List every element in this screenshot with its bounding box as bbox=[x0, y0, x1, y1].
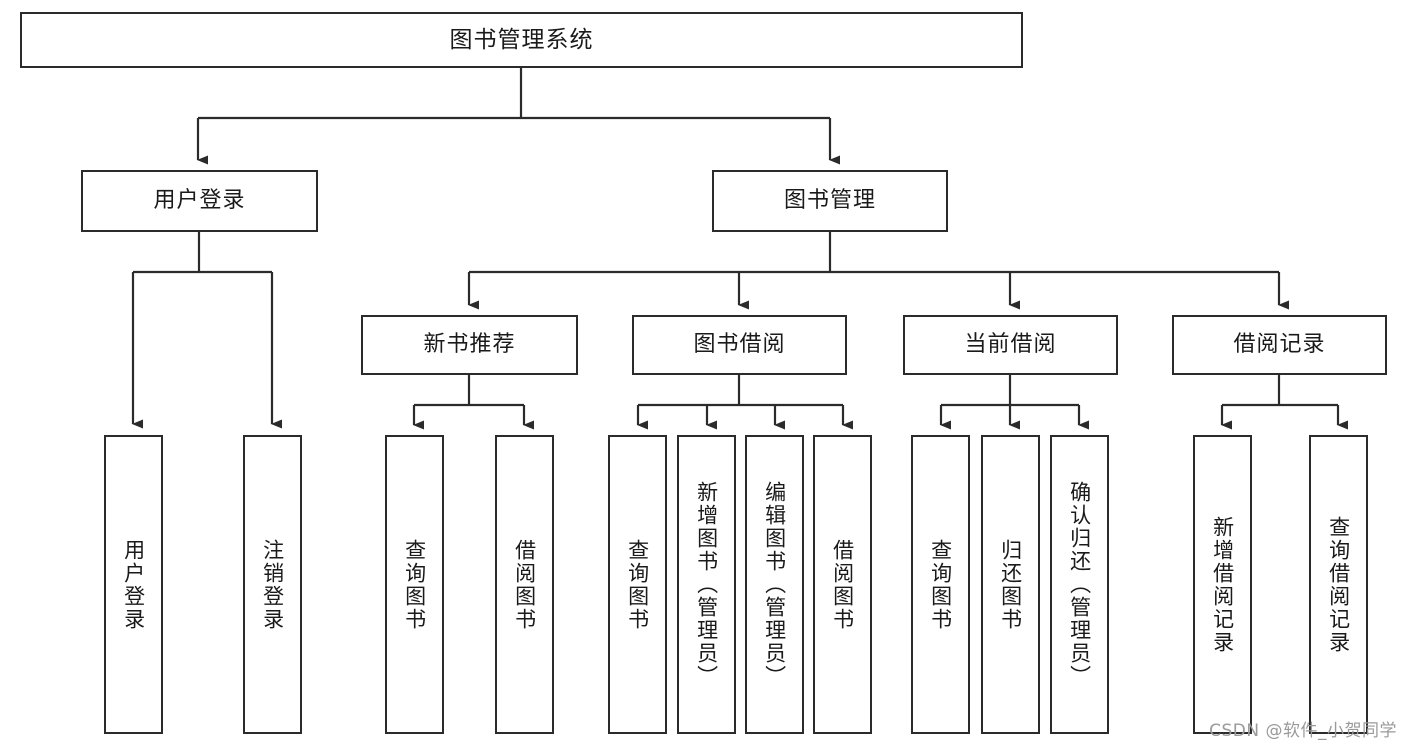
node-label: 确认归还（管理员） bbox=[1067, 481, 1092, 688]
node-root-book-management-system[interactable]: 图书管理系统 bbox=[20, 12, 1023, 68]
leaf-add-borrow-record[interactable]: 新增借阅记录 bbox=[1193, 435, 1252, 734]
leaf-query-book-current[interactable]: 查询图书 bbox=[911, 435, 970, 734]
node-borrow-record[interactable]: 借阅记录 bbox=[1172, 315, 1387, 375]
leaf-borrow-book[interactable]: 借阅图书 bbox=[813, 435, 872, 734]
leaf-add-book-admin[interactable]: 新增图书（管理员） bbox=[677, 435, 736, 734]
node-label: 编辑图书（管理员） bbox=[762, 481, 787, 688]
node-label: 用户登录 bbox=[153, 188, 246, 214]
node-label: 图书借阅 bbox=[693, 332, 786, 358]
leaf-logout-login[interactable]: 注销登录 bbox=[243, 435, 302, 734]
node-label: 借阅记录 bbox=[1233, 332, 1326, 358]
node-book-borrow[interactable]: 图书借阅 bbox=[632, 315, 847, 375]
node-book-management[interactable]: 图书管理 bbox=[712, 170, 948, 232]
leaf-user-login[interactable]: 用户登录 bbox=[104, 435, 163, 734]
node-label: 查询借阅记录 bbox=[1326, 515, 1351, 654]
leaf-borrow-book-recommend[interactable]: 借阅图书 bbox=[495, 435, 554, 734]
node-label: 图书管理 bbox=[783, 188, 876, 214]
node-label: 借阅图书 bbox=[512, 538, 537, 631]
leaf-edit-book-admin[interactable]: 编辑图书（管理员） bbox=[745, 435, 804, 734]
node-label: 新增图书（管理员） bbox=[694, 481, 719, 688]
node-label: 新书推荐 bbox=[423, 332, 516, 358]
leaf-query-borrow-record[interactable]: 查询借阅记录 bbox=[1309, 435, 1368, 734]
node-label: 图书管理系统 bbox=[449, 26, 594, 53]
node-user-login[interactable]: 用户登录 bbox=[81, 170, 318, 232]
node-new-book-recommend[interactable]: 新书推荐 bbox=[361, 315, 578, 375]
node-label: 借阅图书 bbox=[830, 538, 855, 631]
node-label: 新增借阅记录 bbox=[1210, 515, 1235, 654]
node-label: 查询图书 bbox=[625, 538, 650, 631]
node-current-borrow[interactable]: 当前借阅 bbox=[903, 315, 1118, 375]
node-label: 查询图书 bbox=[402, 538, 427, 631]
leaf-query-book-borrow[interactable]: 查询图书 bbox=[608, 435, 667, 734]
leaf-confirm-return-admin[interactable]: 确认归还（管理员） bbox=[1050, 435, 1109, 734]
node-label: 注销登录 bbox=[260, 538, 285, 631]
leaf-return-book[interactable]: 归还图书 bbox=[981, 435, 1040, 734]
node-label: 用户登录 bbox=[121, 538, 146, 631]
node-label: 归还图书 bbox=[998, 538, 1023, 631]
node-label: 查询图书 bbox=[928, 538, 953, 631]
leaf-query-book-recommend[interactable]: 查询图书 bbox=[385, 435, 444, 734]
node-label: 当前借阅 bbox=[964, 332, 1057, 358]
csdn-watermark: CSDN @软件_小贺同学 bbox=[1209, 721, 1397, 741]
